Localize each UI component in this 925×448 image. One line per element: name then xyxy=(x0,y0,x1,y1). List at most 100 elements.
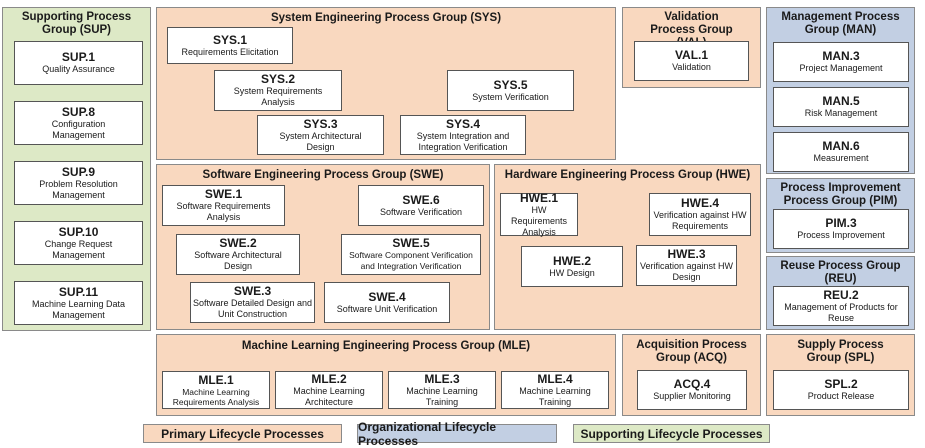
process-code: SPL.2 xyxy=(824,377,858,391)
process-name: Software Component Verification and Inte… xyxy=(349,250,473,271)
process-man-3[interactable]: MAN.3 Project Management xyxy=(773,42,909,82)
process-code: SYS.2 xyxy=(260,72,296,86)
process-name: System Integration and Integration Verif… xyxy=(416,130,510,152)
process-swe-6[interactable]: SWE.6 Software Verification xyxy=(358,185,484,226)
process-spl-2[interactable]: SPL.2 Product Release xyxy=(773,370,909,410)
process-swe-5[interactable]: SWE.5 Software Component Verification an… xyxy=(341,234,481,275)
process-code: MLE.3 xyxy=(424,371,460,386)
process-sup-11[interactable]: SUP.11 Machine Learning Data Management xyxy=(14,281,143,325)
group-title-pim: Process Improvement Process Group (PIM) xyxy=(780,182,901,207)
process-name: Machine Learning Requirements Analysis xyxy=(172,386,260,407)
process-swe-3[interactable]: SWE.3 Software Detailed Design and Unit … xyxy=(190,282,315,323)
process-code: SYS.3 xyxy=(303,116,338,131)
process-name: Change Request Management xyxy=(44,238,113,260)
process-sys-1[interactable]: SYS.1 Requirements Elicitation xyxy=(167,27,293,64)
process-man-6[interactable]: MAN.6 Measurement xyxy=(773,132,909,172)
process-name: Risk Management xyxy=(804,108,878,118)
group-title-acq: Acquisition Process Group (ACQ) xyxy=(636,339,747,364)
process-hwe-1[interactable]: HWE.1 HW Requirements Analysis xyxy=(500,190,578,237)
group-title-sup: Supporting Process Group (SUP) xyxy=(21,11,132,36)
process-name: Verification against HW Design xyxy=(639,261,734,282)
process-name: Management of Products for Reuse xyxy=(784,301,898,323)
legend-organizational: Organizational Lifecycle Processes xyxy=(357,420,557,448)
process-sup-1[interactable]: SUP.1 Quality Assurance xyxy=(14,41,143,85)
process-name: Configuration Management xyxy=(51,118,106,140)
process-mle-1[interactable]: MLE.1 Machine Learning Requirements Anal… xyxy=(162,371,270,409)
process-code: MAN.6 xyxy=(822,139,860,153)
process-name: System Requirements Analysis xyxy=(233,86,323,107)
process-code: SYS.4 xyxy=(445,116,481,131)
process-sup-9[interactable]: SUP.9 Problem Resolution Management xyxy=(14,161,143,205)
group-title-swe: Software Engineering Process Group (SWE) xyxy=(202,169,444,181)
process-acq-4[interactable]: ACQ.4 Supplier Monitoring xyxy=(637,370,747,410)
process-hwe-3[interactable]: HWE.3 Verification against HW Design xyxy=(636,245,737,286)
process-name: Machine Learning Data Management xyxy=(31,298,126,320)
process-code: SUP.8 xyxy=(61,104,96,119)
process-code: PIM.3 xyxy=(825,216,857,230)
process-name: Software Requirements Analysis xyxy=(176,201,271,222)
process-sys-2[interactable]: SYS.2 System Requirements Analysis xyxy=(214,70,342,111)
legend-primary: Primary Lifecycle Processes xyxy=(143,424,342,443)
process-name: Machine Learning Architecture xyxy=(293,385,365,407)
process-code: SWE.3 xyxy=(233,284,272,298)
process-name: Machine Learning Training xyxy=(406,385,478,407)
process-name: Problem Resolution Management xyxy=(39,178,118,200)
group-title-mle: Machine Learning Engineering Process Gro… xyxy=(241,340,531,352)
process-code: HWE.1 xyxy=(519,190,558,205)
process-name: System Verification xyxy=(472,91,549,102)
process-name: Software Detailed Design and Unit Constr… xyxy=(192,298,313,319)
process-name: Machine Learning Training xyxy=(519,385,591,407)
process-name: HW Requirements Analysis xyxy=(510,204,568,237)
process-code: SUP.1 xyxy=(61,50,96,64)
process-code: SWE.1 xyxy=(204,187,243,201)
process-code: HWE.4 xyxy=(680,196,719,210)
process-sup-10[interactable]: SUP.10 Change Request Management xyxy=(14,221,143,265)
process-code: MLE.1 xyxy=(198,372,234,387)
process-val-1[interactable]: VAL.1 Validation xyxy=(634,41,749,81)
process-name: Validation xyxy=(672,62,711,72)
process-sup-8[interactable]: SUP.8 Configuration Management xyxy=(14,101,143,145)
process-name: Quality Assurance xyxy=(42,64,115,74)
process-name: HW Design xyxy=(549,267,595,278)
process-name: Process Improvement xyxy=(797,230,885,240)
process-mle-3[interactable]: MLE.3 Machine Learning Training xyxy=(388,371,496,409)
process-name: System Architectural Design xyxy=(279,130,362,152)
process-code: SWE.4 xyxy=(368,289,406,304)
process-mle-4[interactable]: MLE.4 Machine Learning Training xyxy=(501,371,609,409)
process-code: MLE.4 xyxy=(537,371,573,386)
process-swe-2[interactable]: SWE.2 Software Architectural Design xyxy=(176,234,300,275)
process-code: MAN.5 xyxy=(822,94,860,108)
legend-supporting: Supporting Lifecycle Processes xyxy=(573,424,770,443)
process-name: Project Management xyxy=(799,63,883,73)
process-code: SUP.10 xyxy=(58,224,99,239)
process-code: HWE.2 xyxy=(552,253,591,268)
process-code: VAL.1 xyxy=(674,48,709,62)
process-name: Requirements Elicitation xyxy=(181,46,279,57)
process-name: Software Architectural Design xyxy=(194,250,282,271)
process-sys-5[interactable]: SYS.5 System Verification xyxy=(447,70,574,111)
process-name: Measurement xyxy=(813,153,869,163)
group-title-reu: Reuse Process Group (REU) xyxy=(780,260,901,285)
group-title-man: Management Process Group (MAN) xyxy=(781,11,900,36)
process-sys-3[interactable]: SYS.3 System Architectural Design xyxy=(257,115,384,155)
group-title-spl: Supply Process Group (SPL) xyxy=(797,339,884,364)
process-hwe-2[interactable]: HWE.2 HW Design xyxy=(521,246,623,287)
process-code: SUP.11 xyxy=(58,284,99,299)
process-code: HWE.3 xyxy=(667,247,706,261)
process-hwe-4[interactable]: HWE.4 Verification against HW Requiremen… xyxy=(649,193,751,236)
process-code: MAN.3 xyxy=(822,49,860,63)
process-swe-4[interactable]: SWE.4 Software Unit Verification xyxy=(324,282,450,323)
process-name: Software Unit Verification xyxy=(336,303,438,314)
process-code: SUP.9 xyxy=(61,164,96,179)
process-code: SWE.5 xyxy=(392,236,430,250)
process-name: Verification against HW Requirements xyxy=(653,210,747,231)
process-pim-3[interactable]: PIM.3 Process Improvement xyxy=(773,209,909,249)
process-code: MLE.2 xyxy=(311,371,347,386)
process-reu-2[interactable]: REU.2 Management of Products for Reuse xyxy=(773,286,909,326)
process-mle-2[interactable]: MLE.2 Machine Learning Architecture xyxy=(275,371,383,409)
process-code: SYS.1 xyxy=(212,32,248,47)
process-man-5[interactable]: MAN.5 Risk Management xyxy=(773,87,909,127)
process-swe-1[interactable]: SWE.1 Software Requirements Analysis xyxy=(162,185,285,226)
process-sys-4[interactable]: SYS.4 System Integration and Integration… xyxy=(400,115,526,155)
process-name: Supplier Monitoring xyxy=(653,391,731,401)
